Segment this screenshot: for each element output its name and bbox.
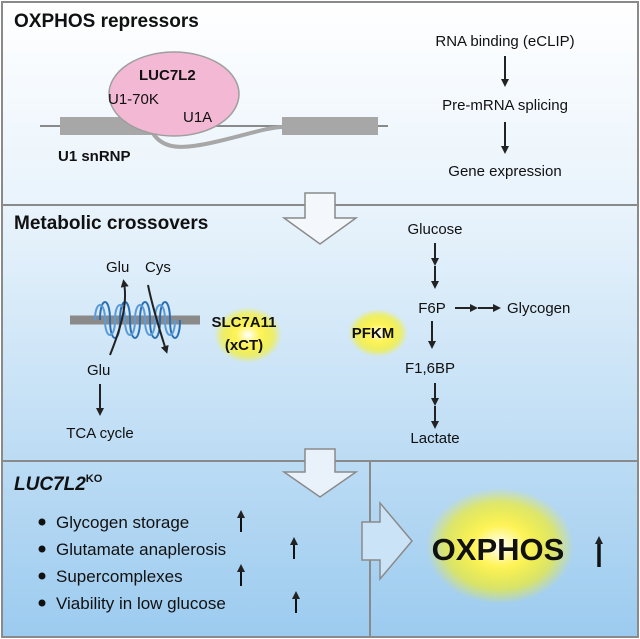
u1-70k-label: U1-70K bbox=[108, 91, 159, 108]
panel3-title: LUC7L2KO bbox=[14, 473, 103, 495]
glucose-label: Glucose bbox=[407, 221, 462, 238]
u1-snrnp-label: U1 snRNP bbox=[58, 148, 131, 165]
slc7a11-label: SLC7A11 bbox=[211, 314, 276, 331]
luc7l2-complex bbox=[108, 51, 240, 137]
slc7a11-glow bbox=[214, 307, 282, 363]
bullet-glutamate: Glutamate anaplerosis bbox=[56, 540, 226, 559]
bullet-glycogen: Glycogen storage bbox=[56, 513, 189, 532]
panel-metabolic-crossovers: Metabolic crossovers Glu Cys Glu TCA cyc… bbox=[14, 213, 570, 447]
panel2-title: Metabolic crossovers bbox=[14, 213, 208, 234]
step-gene-expression: Gene expression bbox=[448, 163, 561, 180]
pfkm-label: PFKM bbox=[352, 325, 395, 342]
panel1-title: OXPHOS repressors bbox=[14, 11, 199, 32]
glu-out-label: Glu bbox=[106, 259, 129, 276]
xct-label: (xCT) bbox=[225, 337, 263, 354]
panel-oxphos-repressors: OXPHOS repressors LUC7L2 U1-70K U1A U1 s… bbox=[14, 11, 575, 180]
step-splicing: Pre-mRNA splicing bbox=[442, 97, 568, 114]
intron-loop bbox=[148, 125, 283, 149]
pfkm-glow bbox=[348, 309, 408, 357]
u1a-label: U1A bbox=[183, 109, 212, 126]
cys-import-arrow bbox=[147, 284, 169, 354]
cys-label: Cys bbox=[145, 259, 171, 276]
luc7l2-label: LUC7L2 bbox=[139, 67, 196, 84]
bullet-list: Glycogen storage Glutamate anaplerosis S… bbox=[38, 510, 300, 613]
bullet-viability: Viability in low glucose bbox=[56, 594, 226, 613]
tca-label: TCA cycle bbox=[66, 425, 134, 442]
transporter-helices bbox=[94, 301, 181, 339]
oxphos-glow bbox=[426, 488, 574, 604]
bullet-supercomplexes: Supercomplexes bbox=[56, 567, 183, 586]
glu-in-label: Glu bbox=[87, 362, 110, 379]
hollow-arrow-down-2 bbox=[281, 448, 359, 498]
step-rna-binding: RNA binding (eCLIP) bbox=[435, 33, 574, 50]
panel3-title-sup: KO bbox=[86, 473, 103, 485]
f6p-label: F6P bbox=[418, 300, 446, 317]
lactate-label: Lactate bbox=[410, 430, 459, 447]
panel3-title-main: LUC7L2 bbox=[14, 474, 86, 495]
hollow-arrow-down-1 bbox=[281, 192, 359, 245]
glycogen-label: Glycogen bbox=[507, 300, 570, 317]
exon-right bbox=[282, 117, 378, 135]
panel-luc7l2-ko: LUC7L2KO Glycogen storage Glutamate anap… bbox=[14, 473, 603, 613]
oxphos-result: OXPHOS bbox=[432, 532, 565, 567]
hollow-arrow-right bbox=[361, 500, 413, 582]
f16bp-label: F1,6BP bbox=[405, 360, 455, 377]
glu-export-arrow bbox=[109, 279, 129, 356]
